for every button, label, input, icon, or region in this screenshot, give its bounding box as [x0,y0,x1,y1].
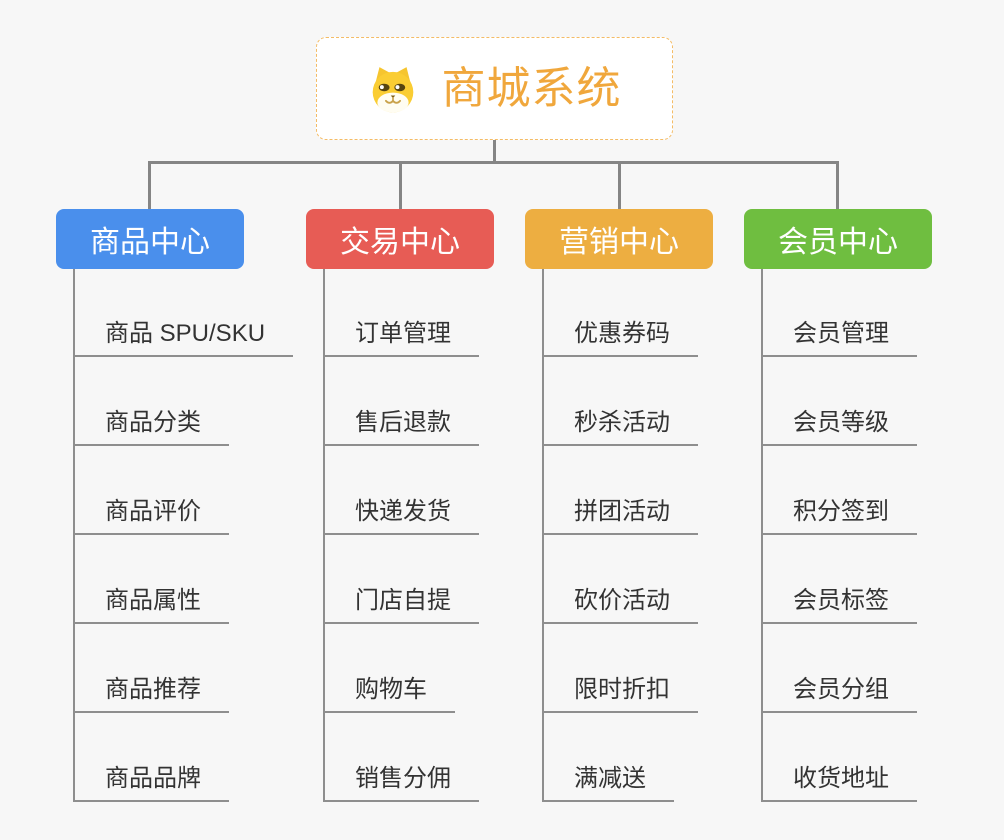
child-node-member-management[interactable]: 会员管理 [763,315,917,357]
child-node-member-level[interactable]: 会员等级 [763,404,917,446]
root-node-title: 商城系统 [441,63,622,113]
child-node-product-attribute[interactable]: 商品属性 [75,582,229,624]
child-node-store-pickup[interactable]: 门店自提 [325,582,479,624]
branch-node-product-center[interactable]: 商品中心 [56,209,244,269]
branch-node-label: 商品中心 [90,226,210,259]
connector-horizontal-rail [148,161,839,164]
child-node-product-category[interactable]: 商品分类 [75,404,229,446]
branch-node-member-center[interactable]: 会员中心 [744,209,932,269]
branch-node-marketing-center[interactable]: 营销中心 [525,209,713,269]
child-node-member-tag[interactable]: 会员标签 [763,582,917,624]
child-node-shopping-cart[interactable]: 购物车 [325,671,455,713]
child-node-points-checkin[interactable]: 积分签到 [763,493,917,535]
child-node-limited-time-discount[interactable]: 限时折扣 [544,671,698,713]
child-node-product-spu-sku[interactable]: 商品 SPU/SKU [75,315,294,357]
branch-children-group-trade: 订单管理 售后退款 快递发货 门店自提 购物车 销售分佣 [323,269,565,802]
child-node-shipping-address[interactable]: 收货地址 [763,760,917,802]
branch-node-label: 会员中心 [778,226,898,259]
connector-branch-stub [148,161,151,209]
child-node-aftersale-refund[interactable]: 售后退款 [325,404,479,446]
child-node-product-recommend[interactable]: 商品推荐 [75,671,229,713]
child-node-sales-commission[interactable]: 销售分佣 [325,760,479,802]
connector-branch-stub [399,161,402,209]
branch-children-group-product: 商品 SPU/SKU 商品分类 商品评价 商品属性 商品推荐 商品品牌 [73,269,315,802]
child-node-bargain-activity[interactable]: 砍价活动 [544,582,698,624]
child-node-product-brand[interactable]: 商品品牌 [75,760,229,802]
child-node-flash-sale[interactable]: 秒杀活动 [544,404,698,446]
child-node-full-reduction[interactable]: 满减送 [544,760,674,802]
child-node-group-buy[interactable]: 拼团活动 [544,493,698,535]
child-node-express-delivery[interactable]: 快递发货 [325,493,479,535]
child-node-member-group[interactable]: 会员分组 [763,671,917,713]
connector-root-trunk [493,140,496,164]
connector-branch-stub [618,161,621,209]
branch-node-label: 营销中心 [559,226,679,259]
child-node-product-review[interactable]: 商品评价 [75,493,229,535]
branch-children-group-marketing: 优惠券码 秒杀活动 拼团活动 砍价活动 限时折扣 满减送 [542,269,784,802]
root-node[interactable]: 商城系统 [316,37,673,140]
doge-face-icon [368,64,418,114]
branch-children-group-member: 会员管理 会员等级 积分签到 会员标签 会员分组 收货地址 [761,269,1003,802]
child-node-order-management[interactable]: 订单管理 [325,315,479,357]
child-node-coupon-code[interactable]: 优惠券码 [544,315,698,357]
branch-node-label: 交易中心 [340,226,460,259]
branch-node-trade-center[interactable]: 交易中心 [306,209,494,269]
connector-branch-stub [836,161,839,209]
